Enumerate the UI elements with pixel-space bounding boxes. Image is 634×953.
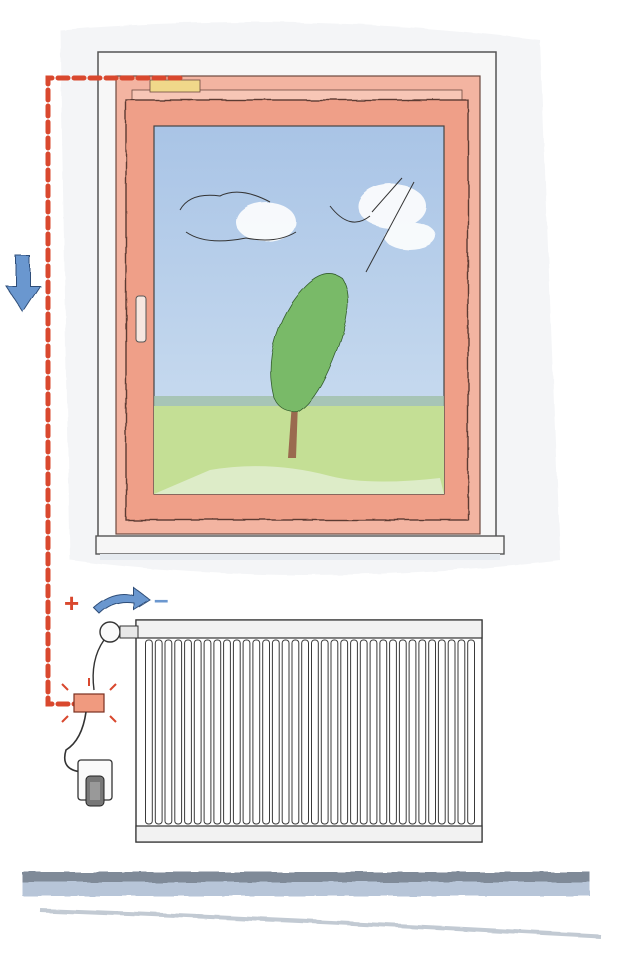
- radiator-fin: [438, 640, 445, 824]
- radiator-fin: [292, 640, 299, 824]
- radiator-fin: [224, 640, 231, 824]
- radiator-fin: [448, 640, 455, 824]
- radiator-fin: [360, 640, 367, 824]
- window-contact-sensor-icon: [150, 80, 200, 92]
- radiator-fin: [194, 640, 201, 824]
- radiator-fin: [390, 640, 397, 824]
- radiator-fin: [263, 640, 270, 824]
- radiator-fin: [331, 640, 338, 824]
- radiator-fin: [419, 640, 426, 824]
- window-glass: [154, 126, 444, 494]
- radiator-fin: [409, 640, 416, 824]
- radiator-fin: [321, 640, 328, 824]
- adjustment-indicator: + –: [64, 584, 168, 618]
- radiator-fin: [282, 640, 289, 824]
- control-box-icon: [62, 678, 116, 772]
- radiator-fin: [204, 640, 211, 824]
- window: [96, 52, 504, 560]
- radiator-fin: [272, 640, 279, 824]
- radiator-fin: [380, 640, 387, 824]
- radiator-fin: [302, 640, 309, 824]
- radiator-fin: [468, 640, 475, 824]
- minus-sign: –: [154, 584, 168, 614]
- floor-baseboard: [22, 872, 600, 936]
- radiator-fin: [429, 640, 436, 824]
- radiator-fin: [243, 640, 250, 824]
- window-sill: [96, 536, 504, 554]
- radiator-fin: [312, 640, 319, 824]
- radiator-fin: [370, 640, 377, 824]
- curved-arrow-icon: [94, 588, 150, 614]
- radiator-fin: [351, 640, 358, 824]
- radiator-fin: [214, 640, 221, 824]
- wall-socket-plug-icon: [78, 760, 112, 806]
- radiator-fin: [458, 640, 465, 824]
- down-arrow-icon: [6, 256, 40, 312]
- plus-sign: +: [64, 588, 79, 618]
- radiator-fin: [165, 640, 172, 824]
- radiator-fin: [185, 640, 192, 824]
- radiator-fin: [155, 640, 162, 824]
- radiator-fin: [341, 640, 348, 824]
- radiator: [136, 620, 482, 842]
- radiator-fin: [146, 640, 153, 824]
- radiator-fin: [175, 640, 182, 824]
- thermostat-valve-icon: [93, 622, 138, 690]
- radiator-fin: [233, 640, 240, 824]
- radiator-fin: [253, 640, 260, 824]
- radiator-fin: [399, 640, 406, 824]
- window-handle: [136, 296, 146, 342]
